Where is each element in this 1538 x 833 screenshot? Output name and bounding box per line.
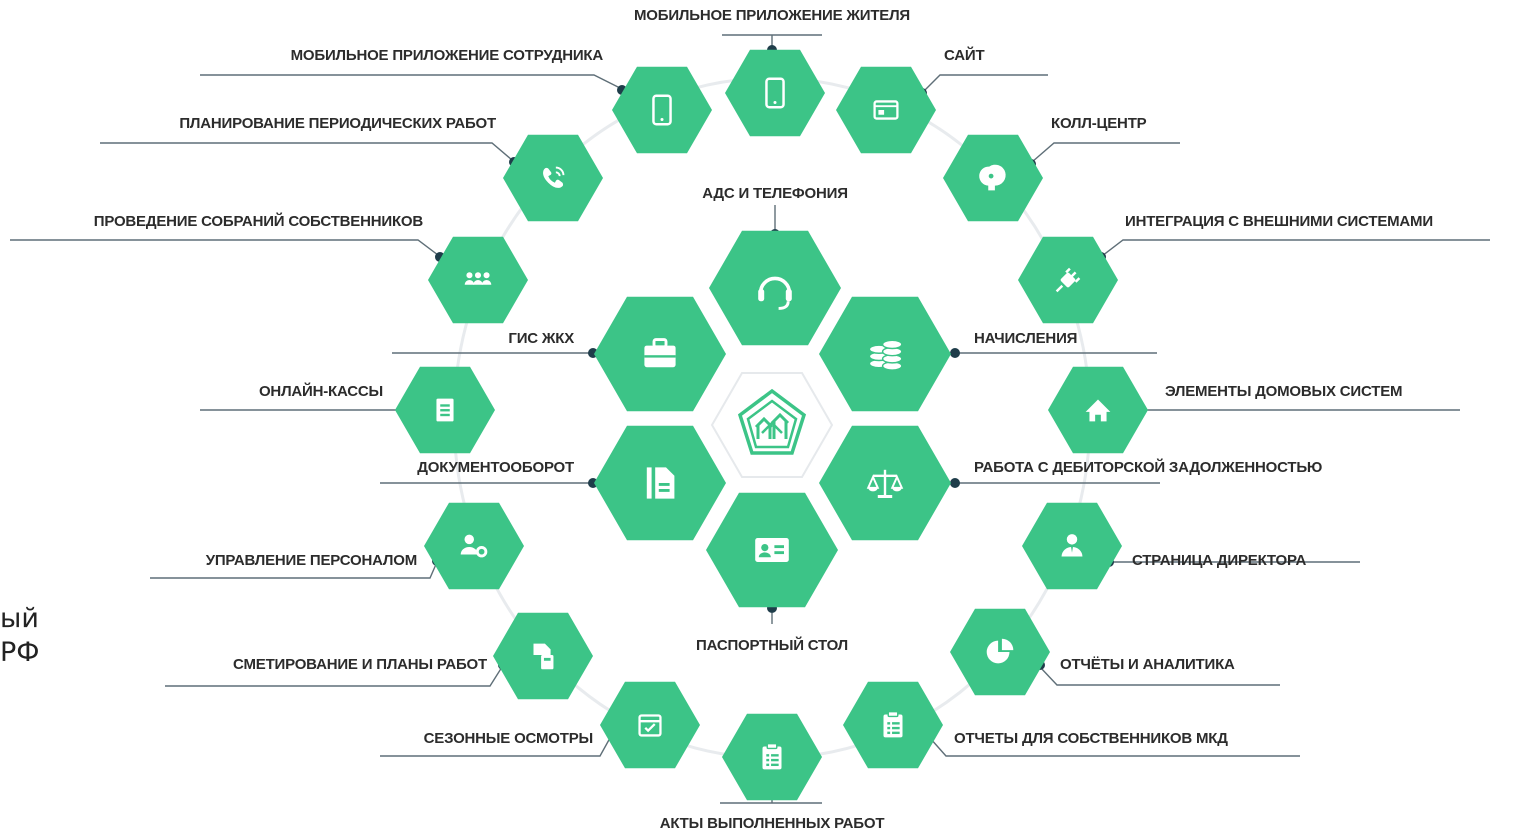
module-hex-nach[interactable] [819,296,951,412]
connector-line-plan [100,142,513,161]
label-pass: ПАСПОРТНЫЙ СТОЛ [696,636,848,654]
browser-window-icon [873,100,899,120]
module-hex-debt[interactable] [819,425,951,541]
module-hex-acts[interactable] [722,713,822,801]
module-labels: АДС И ТЕЛЕФОНИЯ ГИС ЖКХ НАЧИСЛЕНИЯ ДОКУМЕНТ… [94,7,1433,832]
label-nach: НАЧИСЛЕНИЯ [974,330,1077,347]
module-hex-dir[interactable] [1022,502,1122,590]
module-hex-rep[interactable] [950,608,1050,696]
scales-icon [866,469,904,498]
module-hex-ads[interactable] [709,230,841,346]
house-pentagon-logo-icon [737,388,807,455]
smartphone-icon [652,94,672,126]
partial-side-text: ый РФ [0,602,40,670]
plug-icon [1055,267,1081,293]
label-plan: ПЛАНИРОВАНИЕ ПЕРИОДИЧЕСКИХ РАБОТ [179,115,496,132]
phone-call-icon [543,166,565,188]
module-hex-mob-emp[interactable] [612,66,712,154]
connector-line-mob-res [722,34,822,50]
label-seas: СЕЗОННЫЕ ОСМОТРЫ [424,730,593,747]
document-icon [646,467,675,499]
label-own: ОТЧЕТЫ ДЛЯ СОБСТВЕННИКОВ МКД [954,730,1228,747]
connector-line-mob-emp [200,74,621,89]
label-rep: ОТЧЁТЫ И АНАЛИТИКА [1060,656,1235,673]
connector-line-seas [380,737,611,757]
connector-line-site [922,74,1048,93]
connector-line-call [1031,142,1180,163]
connector-line-integ [1101,239,1490,257]
module-hex-call[interactable] [943,134,1043,222]
connector-dot-debt [950,478,960,488]
calculator-document-icon [533,643,554,670]
module-hex-seas[interactable] [600,681,700,769]
calendar-check-icon [638,714,662,737]
label-doc: ДОКУМЕНТООБОРОТ [417,459,574,476]
module-hex-staff[interactable] [424,502,524,590]
module-hex-mob-res[interactable] [725,49,825,137]
receipt-icon [436,398,454,422]
clipboard-icon [883,710,903,738]
label-site: САЙТ [944,46,984,64]
label-ads: АДС И ТЕЛЕФОНИЯ [702,185,848,202]
connector-line-meet [10,239,439,256]
module-hex-doc[interactable] [594,425,726,541]
module-hex-est[interactable] [493,612,593,700]
module-hex-cash[interactable] [395,366,495,454]
head-speech-icon [979,164,1006,191]
center-logo-hex [710,372,834,478]
coins-icon [868,339,903,371]
director-icon [1061,534,1083,557]
connector-line-own [929,737,1300,757]
connector-line-est [165,666,503,687]
label-debt: РАБОТА С ДЕБИТОРСКОЙ ЗАДОЛЖЕННОСТЬЮ [974,458,1322,476]
label-est: СМЕТИРОВАНИЕ И ПЛАНЫ РАБОТ [233,656,487,673]
smartphone-icon [765,77,785,109]
connector-line-staff [150,561,438,579]
briefcase-icon [644,338,676,368]
module-hex-meet[interactable] [428,236,528,324]
house-icon [1085,399,1111,422]
pie-chart-icon [986,638,1014,664]
label-call: КОЛЛ-ЦЕНТР [1051,115,1147,132]
label-meet: ПРОВЕДЕНИЕ СОБРАНИЙ СОБСТВЕННИКОВ [94,212,424,230]
label-dir: СТРАНИЦА ДИРЕКТОРА [1132,552,1306,569]
clipboard-list-icon [762,742,782,770]
module-hex-house[interactable] [1048,366,1148,454]
label-house: ЭЛЕМЕНТЫ ДОМОВЫХ СИСТЕМ [1165,383,1402,400]
module-hex-own[interactable] [843,681,943,769]
group-icon [464,272,492,285]
label-mob-emp: МОБИЛЬНОЕ ПРИЛОЖЕНИЕ СОТРУДНИКА [291,47,604,64]
headset-icon [758,276,792,310]
module-hex-integ[interactable] [1018,236,1118,324]
label-acts: АКТЫ ВЫПОЛНЕННЫХ РАБОТ [660,815,885,832]
label-mob-res: МОБИЛЬНОЕ ПРИЛОЖЕНИЕ ЖИТЕЛЯ [634,7,910,24]
partial-side-text-line-2: РФ [0,637,40,668]
module-hex-plan[interactable] [503,134,603,222]
id-card-icon [755,538,789,562]
label-staff: УПРАВЛЕНИЕ ПЕРСОНАЛОМ [206,552,417,569]
user-gear-icon [460,534,488,558]
module-hex-site[interactable] [836,66,936,154]
module-hex-gis[interactable] [594,296,726,412]
connector-dot-nach [950,348,960,358]
partial-side-text-line-1: ый [0,603,39,634]
label-cash: ОНЛАЙН-КАССЫ [259,382,383,400]
label-integ: ИНТЕГРАЦИЯ С ВНЕШНИМИ СИСТЕМАМИ [1125,213,1433,230]
connector-line-rep [1039,666,1280,686]
label-gis: ГИС ЖКХ [508,330,574,347]
module-hexagons [395,49,1148,801]
module-hex-pass[interactable] [706,492,838,608]
